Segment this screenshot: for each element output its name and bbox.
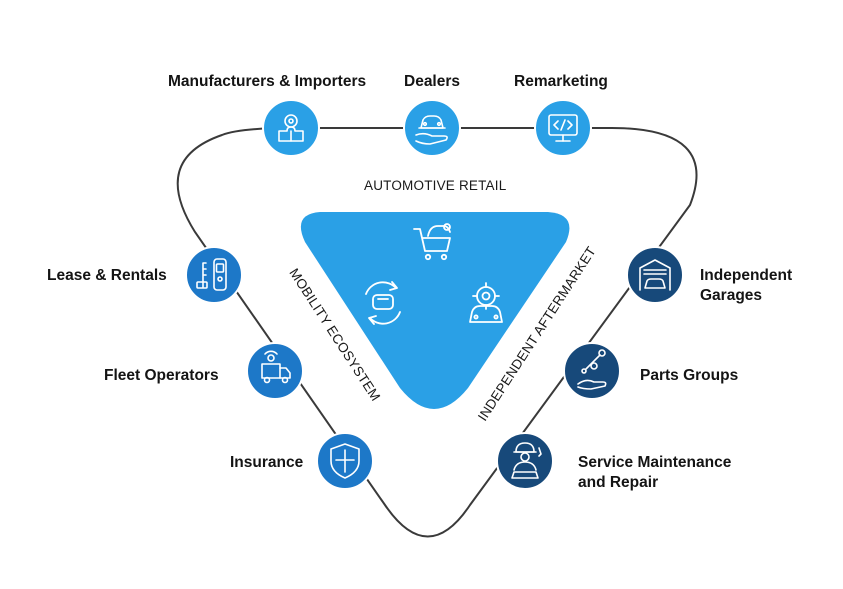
key-fob-icon <box>196 258 227 291</box>
center-triangle <box>300 212 570 409</box>
fleet-node[interactable] <box>246 342 304 400</box>
label-insurance: Insurance <box>230 454 304 471</box>
label-service-maintenance-repair: Service Maintenance and Repair <box>578 454 732 491</box>
manufacturers-node[interactable] <box>262 99 320 157</box>
label-remarketing: Remarketing <box>514 73 608 90</box>
label-dealers: Dealers <box>404 73 461 90</box>
section-automotive-retail: AUTOMOTIVE RETAIL <box>364 178 507 193</box>
label-manufacturers-importers: Manufacturers & Importers <box>168 73 367 90</box>
lease-node[interactable] <box>185 246 243 304</box>
monitor-code-icon <box>548 114 578 142</box>
parts-hand-icon <box>577 349 607 390</box>
parts-node[interactable] <box>563 342 621 400</box>
car-rotate-icon <box>365 281 401 325</box>
remarketing-node[interactable] <box>534 99 592 157</box>
garages-node[interactable] <box>626 246 684 304</box>
insurance-node[interactable] <box>316 432 374 490</box>
car-in-hand-icon <box>415 115 448 145</box>
shield-icon <box>330 443 360 479</box>
puzzle-gear-icon <box>278 114 304 142</box>
label-fleet-operators: Fleet Operators <box>104 367 219 384</box>
service-node[interactable] <box>496 432 554 490</box>
delivery-truck-icon <box>261 350 291 384</box>
label-parts-groups: Parts Groups <box>640 367 739 384</box>
label-independent-garages: Independent Garages <box>700 267 793 304</box>
garage-icon <box>639 259 671 291</box>
dealers-node[interactable] <box>403 99 461 157</box>
label-lease-rentals: Lease & Rentals <box>47 267 167 284</box>
ecosystem-loop-line <box>176 127 698 538</box>
car-repair-icon <box>469 282 503 323</box>
car-shopping-cart-icon <box>413 223 451 261</box>
mechanic-icon <box>511 442 542 479</box>
